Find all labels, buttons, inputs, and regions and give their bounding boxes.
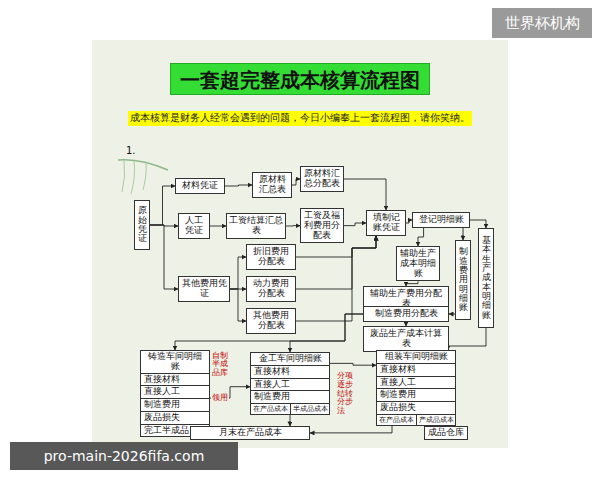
ledger-item: 在产品成本 [377, 415, 416, 425]
connector [286, 225, 300, 226]
process-box: 材料凭证 [175, 178, 225, 194]
willow-leaves [122, 160, 146, 194]
process-box: 其他费用分配表 [246, 308, 296, 334]
node-text: 制造费用明细账 [459, 247, 468, 312]
ledger-item: 直接人工 [141, 386, 209, 399]
process-box: 月末在产品成本 [190, 426, 310, 440]
connector [463, 228, 464, 240]
node-text: 原材料汇总分配表 [303, 169, 341, 189]
ledger-item: 制造费用 [141, 399, 209, 412]
section-number: 1. [126, 145, 136, 156]
connector [150, 186, 175, 225]
flow-note: 自制半成品库 [212, 352, 235, 377]
process-box: 工资及福利费用分配表 [300, 208, 344, 243]
node-text: 基本生产成本明细账 [482, 236, 491, 320]
node-text: 折旧费用分配表 [249, 247, 293, 267]
ledger-item: 废品损失 [377, 402, 455, 415]
connector [418, 228, 424, 246]
connector [344, 223, 366, 226]
node-text: 工资及福利费用分配表 [303, 211, 341, 240]
process-box: 成品仓库 [424, 426, 468, 440]
watermark: pro-main-2026fifa.com [10, 442, 238, 470]
connector [230, 289, 246, 321]
ledger-box: 组装车间明细账直接材料直接人工制造费用废品损失在产品成本产成品成本 [376, 350, 456, 426]
node-text: 辅助生产成本明细账 [399, 249, 437, 278]
vertical-box: 制造费用明细账 [455, 240, 471, 320]
connector [230, 257, 246, 289]
intro-note: 成本核算是财务人经常会遇到的问题，今日小编奉上一套流程图，请你笑纳。 [128, 111, 472, 126]
ledger-item: 直接人工 [251, 379, 329, 392]
ledger-item: 直接材料 [141, 374, 209, 387]
connector [289, 415, 290, 426]
connector [290, 314, 363, 352]
process-box: 工资结算汇总表 [226, 213, 286, 239]
node-text: 动力费用分配表 [249, 279, 293, 299]
node-text: 成品仓库 [428, 428, 464, 438]
connector [330, 363, 376, 365]
node-text: 月末在产品成本 [219, 428, 282, 438]
process-box: 折旧费用分配表 [246, 244, 296, 270]
node-text: 其他费用分配表 [249, 311, 293, 331]
process-box: 登记明细账 [412, 212, 470, 228]
node-text: 材料凭证 [182, 181, 218, 191]
process-box: 辅助生产成本明细账 [396, 246, 440, 281]
ledger-item: 直接材料 [377, 364, 455, 377]
node-text: 制造费用分配表 [375, 309, 438, 319]
connector [150, 225, 178, 289]
connector [344, 179, 386, 210]
ledger-title: 金工车间明细账 [251, 353, 329, 366]
process-box: 原材料汇总分配表 [300, 166, 344, 192]
process-box: 制造费用分配表 [363, 306, 449, 322]
process-box: 动力费用分配表 [246, 276, 296, 302]
ledger-title: 铸造车间明细账 [141, 351, 209, 374]
ledger-item: 在产品成本 [251, 404, 290, 414]
node-text: 废品生产成本计算表 [366, 329, 446, 349]
ledger-item: 直接材料 [251, 366, 329, 379]
edge-label: 领用 [211, 393, 229, 403]
process-box: 原材料汇总表 [252, 172, 292, 198]
process-box: 填制记账凭证 [366, 210, 406, 236]
ledger-item: 直接人工 [377, 377, 455, 390]
node-text: 原材料汇总表 [255, 175, 289, 195]
ledger-box: 金工车间明细账直接材料直接人工制造费用在产品成本半成品成本 [250, 352, 330, 415]
connector [310, 426, 392, 433]
node-text: 工资结算汇总表 [229, 216, 283, 236]
connector [225, 185, 252, 186]
ledger-box: 铸造车间明细账直接材料直接人工制造费用废品损失完工半成品 [140, 350, 210, 437]
node-text: 登记明细账 [419, 215, 464, 225]
process-box: 废品生产成本计算表 [363, 326, 449, 352]
node-text: 填制记账凭证 [369, 213, 403, 233]
document-panel [92, 40, 508, 448]
ledger-item: 半成品成本 [290, 404, 329, 414]
connector [296, 236, 376, 289]
vertical-box: 原始凭证 [134, 200, 150, 250]
node-text: 原始凭证 [138, 206, 147, 243]
connector [292, 179, 300, 185]
connector [448, 328, 486, 350]
process-box: 其他费用凭证 [178, 276, 230, 302]
vertical-box: 基本生产成本明细账 [478, 228, 494, 328]
watermark: 世界杯机构 [492, 8, 592, 38]
ledger-item: 产成品成本 [416, 415, 455, 425]
ledger-item: 废品损失 [141, 412, 209, 425]
ledger-item: 制造费用 [251, 391, 329, 404]
connector [210, 226, 226, 227]
ledger-title: 组装车间明细账 [377, 351, 455, 364]
node-text: 人工凭证 [181, 216, 207, 236]
ledger-item: 制造费用 [377, 389, 455, 402]
connector [470, 220, 486, 228]
title: 一套超完整成本核算流程图 [170, 63, 430, 95]
method-note: 分项逐步结转分步法 [337, 372, 353, 416]
willow-branch [118, 160, 168, 170]
process-box: 人工凭证 [178, 213, 210, 239]
node-text: 其他费用凭证 [181, 279, 227, 299]
